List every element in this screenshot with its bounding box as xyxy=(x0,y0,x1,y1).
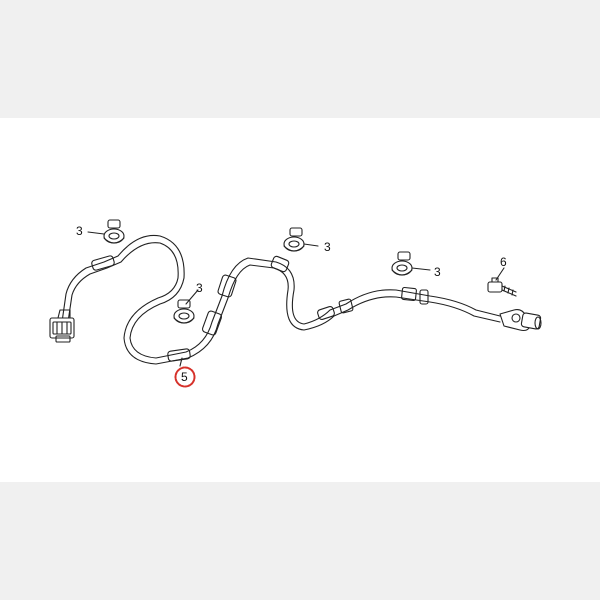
cable-sleeves xyxy=(91,255,429,362)
speed-sensor xyxy=(499,309,542,332)
leader-lines xyxy=(87,231,505,367)
clip-left xyxy=(103,219,125,244)
highlight-ring xyxy=(174,366,196,388)
diagram-canvas xyxy=(0,118,600,482)
clip-center-top xyxy=(283,227,305,252)
callout-clip-right: 3 xyxy=(434,265,441,279)
callout-labels: 3 3 3 3 6 5 xyxy=(76,224,507,384)
callout-sensor-harness: 5 xyxy=(181,370,188,384)
harness-cable xyxy=(61,234,501,365)
top-gray-band xyxy=(0,0,600,118)
bottom-gray-band xyxy=(0,482,600,600)
left-connector xyxy=(49,309,75,343)
callout-clip-center-top: 3 xyxy=(324,240,331,254)
callout-clip-left: 3 xyxy=(76,224,83,238)
clip-center-low xyxy=(173,299,195,324)
bolt xyxy=(487,277,517,297)
callout-bolt: 6 xyxy=(500,255,507,269)
callout-clip-center-low: 3 xyxy=(196,281,203,295)
clip-right xyxy=(391,251,413,276)
